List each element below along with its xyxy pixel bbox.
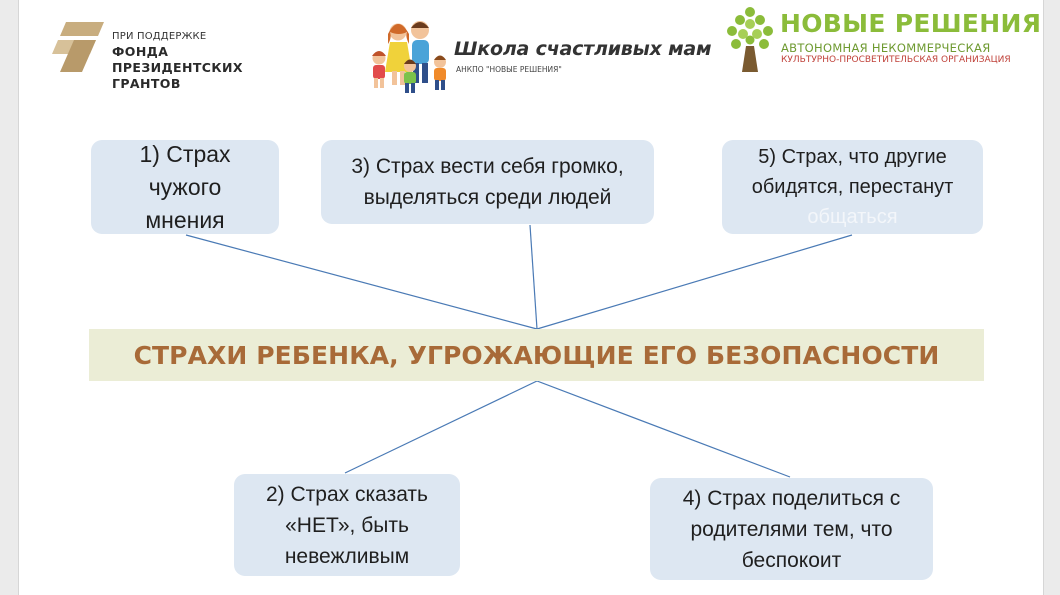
fpg-support-label: ПРИ ПОДДЕРЖКЕ — [112, 31, 206, 42]
fear-4-line-2: родителями тем, что — [683, 514, 901, 545]
fear-1-line-2: чужого — [139, 171, 230, 204]
fpg-line-3: ГРАНТОВ — [112, 76, 181, 92]
family-illustration-icon — [368, 16, 452, 98]
fear-2-line-1: 2) Страх сказать — [266, 479, 428, 510]
fear-5-line-3: общаться — [752, 202, 954, 232]
fear-5-line-1: 5) Страх, что другие — [752, 142, 954, 172]
fear-box-5: 5) Страх, что другие обидятся, перестану… — [722, 140, 983, 234]
tree-icon — [724, 6, 776, 72]
happy-moms-school-logo: Школа счастливых мам АНКПО "НОВЫЕ РЕШЕНИ… — [368, 16, 688, 98]
central-banner: СТРАХИ РЕБЕНКА, УГРОЖАЮЩИЕ ЕГО БЕЗОПАСНО… — [89, 329, 984, 381]
fpg-line-2: ПРЕЗИДЕНТСКИХ — [112, 60, 243, 76]
fear-2-line-2: «НЕТ», быть — [266, 510, 428, 541]
fear-5-line-2: обидятся, перестанут — [752, 172, 954, 202]
fear-box-3: 3) Страх вести себя громко, выделяться с… — [321, 140, 654, 224]
fear-1-line-1: 1) Страх — [139, 138, 230, 171]
school-title: Школа счастливых мам — [454, 38, 711, 60]
presidential-grants-logo: ПРИ ПОДДЕРЖКЕ ФОНДА ПРЕЗИДЕНТСКИХ ГРАНТО… — [52, 22, 252, 97]
fear-box-1: 1) Страх чужого мнения — [91, 140, 279, 234]
presidential-grants-emblem-icon — [52, 22, 104, 72]
new-solutions-subtitle-1: АВТОНОМНАЯ НЕКОММЕРЧЕСКАЯ — [781, 41, 991, 55]
fear-1-line-3: мнения — [139, 204, 230, 237]
fear-3-line-1: 3) Страх вести себя громко, — [351, 151, 623, 182]
central-title: СТРАХИ РЕБЕНКА, УГРОЖАЮЩИЕ ЕГО БЕЗОПАСНО… — [134, 341, 940, 370]
fpg-line-1: ФОНДА — [112, 44, 168, 60]
fear-3-line-2: выделяться среди людей — [351, 182, 623, 213]
fear-box-2: 2) Страх сказать «НЕТ», быть невежливым — [234, 474, 460, 576]
fear-4-line-1: 4) Страх поделиться с — [683, 483, 901, 514]
new-solutions-title: НОВЫЕ РЕШЕНИЯ — [780, 9, 1041, 38]
fear-2-line-3: невежливым — [266, 541, 428, 572]
new-solutions-subtitle-2: КУЛЬТУРНО-ПРОСВЕТИТЕЛЬСКАЯ ОРГАНИЗАЦИЯ — [781, 55, 1011, 65]
new-solutions-logo: НОВЫЕ РЕШЕНИЯ АВТОНОМНАЯ НЕКОММЕРЧЕСКАЯ … — [724, 6, 1024, 81]
school-subtitle: АНКПО "НОВЫЕ РЕШЕНИЯ" — [456, 65, 562, 74]
fear-4-line-3: беспокоит — [683, 545, 901, 576]
fear-box-4: 4) Страх поделиться с родителями тем, чт… — [650, 478, 933, 580]
